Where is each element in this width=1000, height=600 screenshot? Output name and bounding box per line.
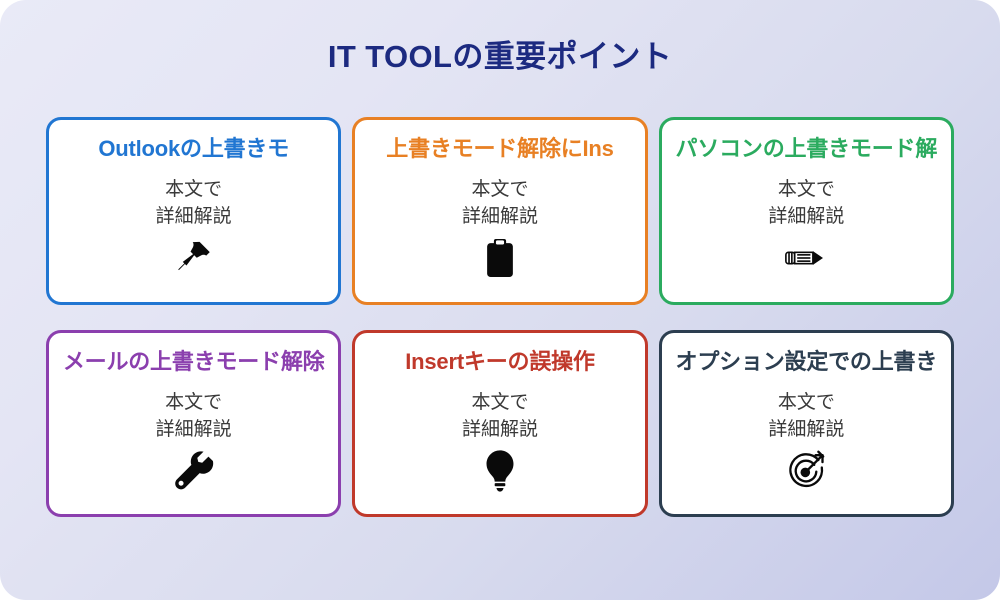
card-title: 上書きモード解除にIns bbox=[386, 136, 614, 161]
card-pc-overwrite-mode[interactable]: パソコンの上書きモード解 本文で 詳細解説 bbox=[658, 117, 954, 305]
page-title: IT TOOLの重要ポイント bbox=[327, 39, 673, 74]
card-title: Insertキーの誤操作 bbox=[405, 348, 595, 374]
card-body: 本文で 詳細解説 bbox=[156, 177, 232, 231]
card-body-line1: 本文で bbox=[471, 179, 529, 201]
card-body-line1: 本文で bbox=[165, 179, 223, 201]
card-title: オプション設定での上書き bbox=[675, 348, 938, 374]
card-body-line1: 本文で bbox=[777, 179, 835, 201]
card-body: 本文で 詳細解説 bbox=[462, 177, 538, 231]
card-body: 本文で 詳細解説 bbox=[156, 390, 232, 444]
wrench-icon bbox=[173, 448, 215, 494]
card-body-line2: 詳細解説 bbox=[768, 418, 845, 440]
pushpin-icon bbox=[173, 235, 215, 281]
card-body-line2: 詳細解説 bbox=[155, 418, 232, 440]
card-body-line2: 詳細解説 bbox=[461, 206, 538, 228]
card-body-line1: 本文で bbox=[777, 391, 835, 413]
card-grid: Outlookの上書きモ 本文で 詳細解説 上書きモード解除にIns 本文で 詳… bbox=[46, 117, 954, 517]
card-body-line1: 本文で bbox=[471, 391, 529, 413]
card-body-line2: 詳細解説 bbox=[461, 418, 538, 440]
card-option-settings-overwrite[interactable]: オプション設定での上書き 本文で 詳細解説 bbox=[658, 329, 954, 517]
card-mail-overwrite-release[interactable]: メールの上書きモード解除 本文で 詳細解説 bbox=[46, 329, 342, 517]
card-body: 本文で 詳細解説 bbox=[462, 390, 538, 444]
card-body-line1: 本文で bbox=[165, 391, 223, 413]
card-body: 本文で 詳細解説 bbox=[768, 390, 844, 444]
card-outlook-overwrite[interactable]: Outlookの上書きモ 本文で 詳細解説 bbox=[46, 117, 342, 305]
lightbulb-icon bbox=[484, 448, 516, 494]
card-title: パソコンの上書きモード解 bbox=[675, 136, 938, 161]
pencil-icon bbox=[784, 235, 828, 281]
card-insert-key-release[interactable]: 上書きモード解除にIns 本文で 詳細解説 bbox=[352, 117, 648, 305]
card-body-line2: 詳細解説 bbox=[155, 206, 232, 228]
card-title: Outlookの上書きモ bbox=[98, 136, 290, 161]
card-body-line2: 詳細解説 bbox=[768, 206, 845, 228]
card-title: メールの上書きモード解除 bbox=[62, 348, 325, 374]
dart-target-icon bbox=[784, 448, 828, 494]
card-body: 本文で 詳細解説 bbox=[768, 177, 844, 231]
clipboard-icon bbox=[483, 235, 517, 281]
card-insert-key-misoperation[interactable]: Insertキーの誤操作 本文で 詳細解説 bbox=[352, 329, 648, 517]
